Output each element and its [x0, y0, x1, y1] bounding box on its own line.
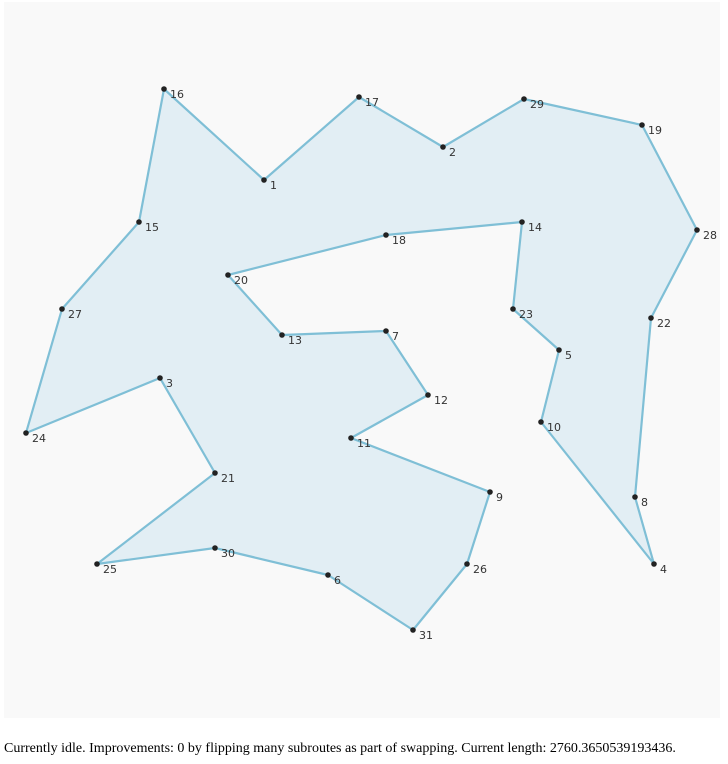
city-11-point [348, 435, 354, 441]
city-8-point [632, 494, 638, 500]
tour-route [24, 87, 699, 632]
city-26-point [464, 561, 470, 567]
city-1-point [261, 177, 267, 183]
city-29-label: 29 [530, 98, 544, 111]
city-14-label: 14 [528, 221, 542, 234]
city-9-label: 9 [496, 491, 503, 504]
city-16-point [161, 86, 167, 92]
city-7-label: 7 [392, 330, 399, 343]
city-27-label: 27 [68, 308, 82, 321]
tour-plot: 1234567891011121314151617181920212223242… [23, 86, 717, 642]
city-28-label: 28 [703, 229, 717, 242]
city-20-point [225, 272, 231, 278]
city-19-label: 19 [648, 124, 662, 137]
city-5-point [556, 347, 562, 353]
city-13-label: 13 [288, 334, 302, 347]
city-25-point [94, 561, 100, 567]
city-21-label: 21 [221, 472, 235, 485]
city-19-point [639, 122, 645, 128]
city-4-point [651, 561, 657, 567]
city-17-point [356, 94, 362, 100]
city-3-point [157, 375, 163, 381]
city-13-point [279, 332, 285, 338]
city-10-label: 10 [547, 421, 561, 434]
city-27-point [59, 306, 65, 312]
city-30-point [212, 545, 218, 551]
city-31-label: 31 [419, 629, 433, 642]
city-23-label: 23 [519, 308, 533, 321]
city-6-point [325, 572, 331, 578]
city-1-label: 1 [270, 179, 277, 192]
city-21-point [212, 470, 218, 476]
city-25-label: 25 [103, 563, 117, 576]
city-23-point [510, 306, 516, 312]
city-16-label: 16 [170, 88, 184, 101]
city-26-label: 26 [473, 563, 487, 576]
city-7-point [383, 328, 389, 334]
city-28-point [694, 227, 700, 233]
city-24-label: 24 [32, 432, 46, 445]
city-10-point [538, 419, 544, 425]
city-5-label: 5 [565, 349, 572, 362]
city-18-point [383, 232, 389, 238]
city-12-label: 12 [434, 394, 448, 407]
city-17-label: 17 [365, 96, 379, 109]
city-18-label: 18 [392, 234, 406, 247]
city-11-label: 11 [357, 437, 371, 450]
city-24-point [23, 430, 29, 436]
city-20-label: 20 [234, 274, 248, 287]
city-6-label: 6 [334, 574, 341, 587]
city-2-point [440, 144, 446, 150]
city-31-point [410, 627, 416, 633]
city-8-label: 8 [641, 496, 648, 509]
city-12-point [425, 392, 431, 398]
city-9-point [487, 489, 493, 495]
city-4-label: 4 [660, 563, 667, 576]
city-2-label: 2 [449, 146, 456, 159]
city-15-label: 15 [145, 221, 159, 234]
city-22-label: 22 [657, 317, 671, 330]
city-22-point [648, 315, 654, 321]
city-15-point [136, 219, 142, 225]
city-30-label: 30 [221, 547, 235, 560]
city-3-label: 3 [166, 377, 173, 390]
city-14-point [519, 219, 525, 225]
cities-layer: 1234567891011121314151617181920212223242… [23, 86, 717, 642]
city-29-point [521, 96, 527, 102]
status-text: Currently idle. Improvements: 0 by flipp… [4, 741, 676, 756]
